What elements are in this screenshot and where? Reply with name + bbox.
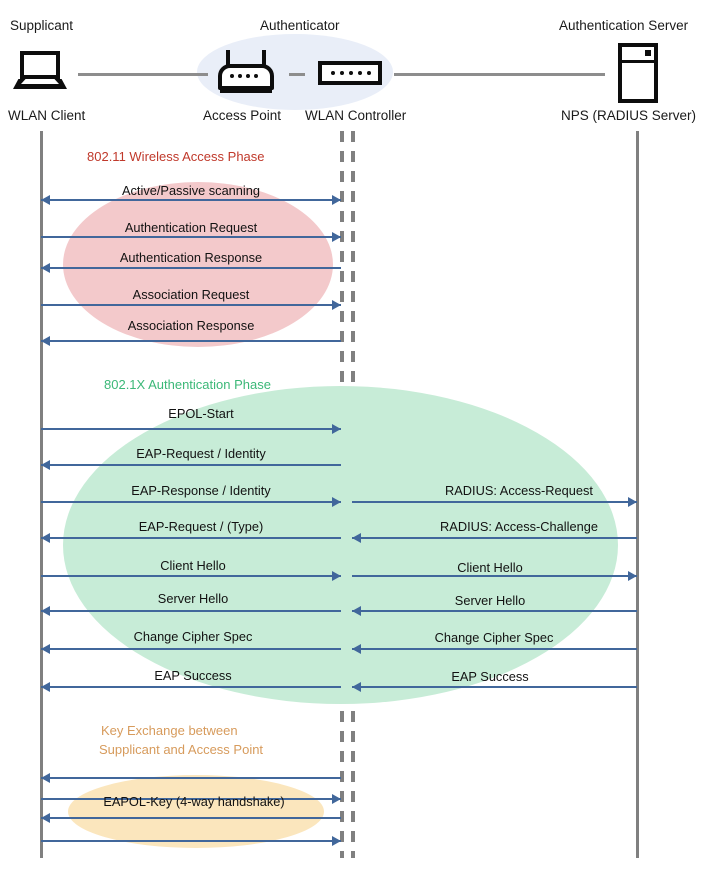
link-controller-to-server — [394, 73, 605, 76]
message-label: EAP-Request / (Type) — [138, 519, 264, 534]
message-label: EAP Success — [451, 669, 529, 684]
access-point-icon — [218, 50, 274, 94]
actor-role-supplicant: Supplicant — [10, 18, 74, 33]
link-client-to-ap — [78, 73, 208, 76]
message-label: RADIUS: Access-Challenge — [440, 519, 598, 534]
actor-caption-access-point: Access Point — [203, 108, 282, 123]
message-label: Authentication Response — [119, 250, 263, 265]
message-label: Authentication Request — [124, 220, 258, 235]
lifeline-supplicant — [40, 131, 43, 858]
actor-role-authenticator: Authenticator — [260, 18, 340, 33]
wlan-controller-icon — [318, 61, 382, 85]
phase-blob-dot1x-auth — [63, 386, 618, 704]
message-label: Association Request — [132, 287, 250, 302]
message-label: Change Cipher Spec — [133, 629, 253, 644]
message-label: RADIUS: Access-Request — [445, 483, 593, 498]
message-label: Client Hello — [160, 558, 226, 573]
actor-caption-nps-radius-server: NPS (RADIUS Server) — [561, 108, 697, 123]
phase-label-wireless-access: 802.11 Wireless Access Phase — [87, 149, 265, 164]
message-label: EAP Success — [154, 668, 232, 683]
message-label: Association Response — [127, 318, 255, 333]
message-label: Change Cipher Spec — [434, 630, 554, 645]
message-label: EAPOL-Key (4-way handshake) — [103, 794, 285, 809]
link-ap-to-controller — [289, 73, 305, 76]
message-label: EAP-Response / Identity — [131, 483, 271, 498]
message-label: EAP-Request / Identity — [136, 446, 266, 461]
phase-label-dot1x-auth: 802.1X Authentication Phase — [104, 377, 271, 392]
phase-label-key-exchange-line2: Supplicant and Access Point — [99, 742, 264, 757]
message-label: Server Hello — [454, 593, 526, 608]
server-icon — [618, 43, 658, 103]
laptop-icon — [13, 51, 67, 91]
phase-label-key-exchange-line1: Key Exchange between — [101, 723, 238, 738]
message-label: Client Hello — [457, 560, 523, 575]
actor-caption-wlan-controller: WLAN Controller — [305, 108, 407, 123]
actor-role-authentication-server: Authentication Server — [559, 18, 689, 33]
message-label: Active/Passive scanning — [122, 183, 260, 198]
phase-blob-wireless-access — [63, 182, 333, 347]
actor-caption-wlan-client: WLAN Client — [8, 108, 86, 123]
message-label: EPOL-Start — [168, 406, 234, 421]
message-label: Server Hello — [157, 591, 229, 606]
lifeline-nps-server — [636, 131, 639, 858]
phase-blob-key-exchange — [68, 775, 324, 848]
